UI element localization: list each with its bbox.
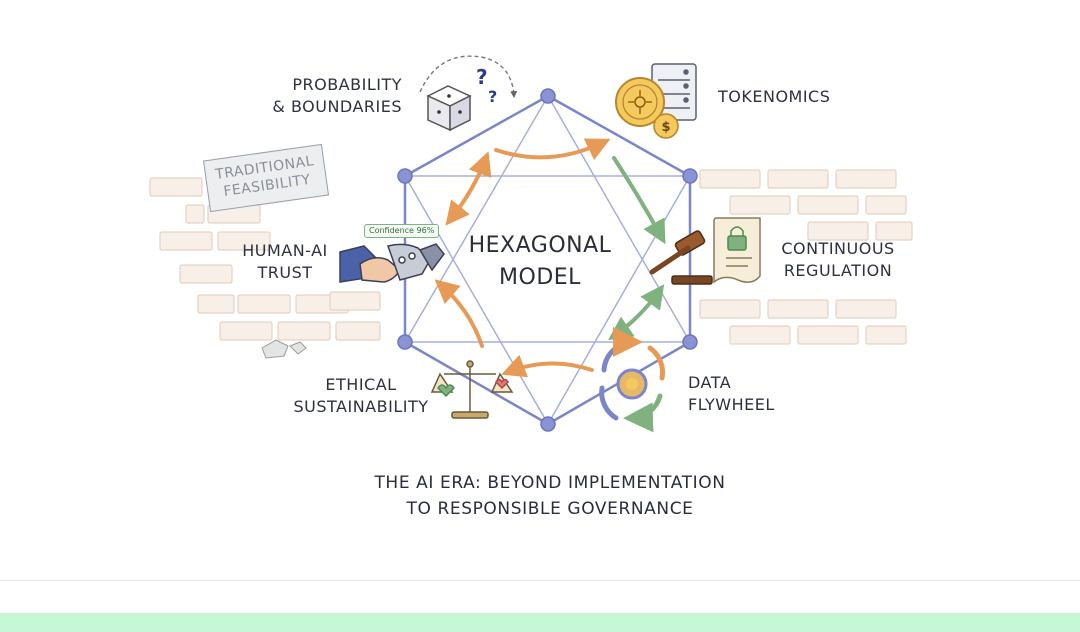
lock-scroll-icon [713,217,761,284]
caption-line-1: THE AI ERA: BEYOND IMPLEMENTATION [374,473,726,493]
node-bottom-left [397,334,413,350]
bottom-bar [0,613,1080,632]
vertex-nodes [397,88,698,432]
center-title-line-2: MODEL [499,265,581,290]
node-top-right [682,168,698,184]
label-ethics-line-1: ETHICAL [325,375,397,394]
svg-text:$: $ [661,120,670,135]
diagram-caption: THE AI ERA: BEYOND IMPLEMENTATION TO RES… [300,470,800,522]
label-regulation-line-2: REGULATION [783,261,893,280]
node-bottom-right [682,334,698,350]
node-top-left [397,168,413,184]
arrow-bottom [501,354,594,378]
label-data-flywheel: DATA FLYWHEEL [688,372,775,416]
label-ethical-sustainability: ETHICAL SUSTAINABILITY [288,374,434,418]
label-tokenomics-line-1: TOKENOMICS [718,87,831,106]
node-bottom [540,416,556,432]
handshake-icon [339,243,445,283]
label-ethics-line-2: SUSTAINABILITY [293,397,429,416]
arrow-top [494,138,611,161]
question-marks-icon: ? ? [419,55,518,106]
label-probability-boundaries: PROBABILITY & BOUNDARIES [272,74,402,118]
wall-rubble [261,339,307,359]
cycle-arrows-icon [599,326,665,433]
label-flywheel-line-1: DATA [688,373,732,392]
label-trust-line-2: TRUST [257,263,313,282]
gavel-icon [649,230,713,285]
label-human-ai-trust: HUMAN-AI TRUST [230,240,340,284]
center-title-line-1: HEXAGONAL [468,233,612,258]
label-regulation-line-1: CONTINUOUS [781,239,895,258]
scales-icon [430,360,514,419]
node-top [540,88,556,104]
divider [0,580,1080,581]
label-continuous-regulation: CONTINUOUS REGULATION [780,238,896,282]
arrow-top-left [445,151,492,226]
cycle-arrows [434,138,666,378]
label-tokenomics: TOKENOMICS [718,86,830,108]
svg-text:?: ? [488,87,497,106]
svg-text:?: ? [476,65,488,89]
label-probability-line-2: & BOUNDARIES [272,97,402,116]
arrow-bottom-left [434,279,484,348]
dollar-coin-icon: $ [653,113,679,139]
label-probability-line-1: PROBABILITY [292,75,402,94]
label-flywheel-line-2: FLYWHEEL [688,395,775,414]
brick-wall-right [699,169,913,345]
arrow-top-right [612,156,666,245]
brick-wall-left [149,177,381,341]
confidence-badge: Confidence 96% [364,224,440,238]
dice-icon [426,85,472,132]
center-title: HEXAGONAL MODEL [430,230,650,294]
coin-icon [615,77,665,127]
caption-line-2: TO RESPONSIBLE GOVERNANCE [406,499,694,519]
label-trust-line-1: HUMAN-AI [242,241,328,260]
